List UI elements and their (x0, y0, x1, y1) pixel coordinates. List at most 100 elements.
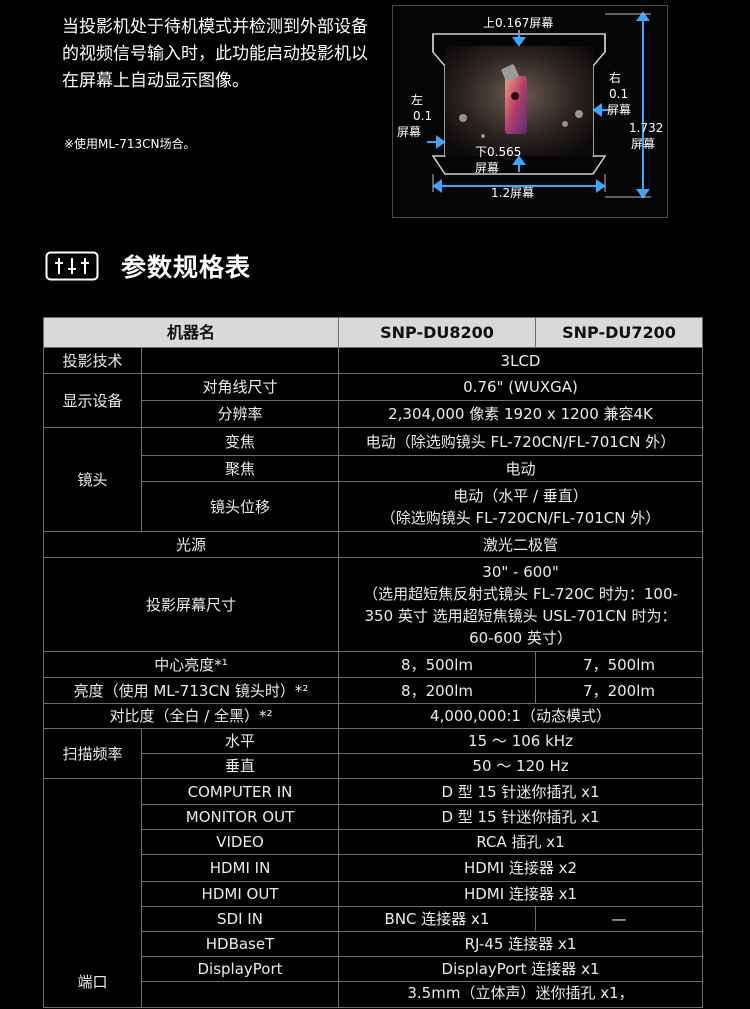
sliders-icon (45, 251, 99, 281)
row-sublabel-empty (140, 981, 340, 1008)
table-row: 镜头 变焦 电动（除选购镜头 FL-720CN/FL-701CN 外） (43, 427, 704, 532)
row-label: 对比度（全白 / 全黑）*² (42, 703, 340, 729)
section-title: 参数规格表 (121, 253, 252, 282)
table-row: SDI IN BNC 连接器 x1 — (44, 906, 704, 932)
row-label: 端口 (43, 778, 142, 1008)
row-label: 镜头 (43, 427, 142, 532)
row-label: 中心亮度*¹ (42, 651, 340, 678)
row-sublabel: 镜头位移 (140, 481, 340, 532)
row-value-model-2: — (535, 906, 704, 932)
bottom-label-2: 屏幕 (475, 161, 499, 175)
section-header: 参数规格表 (45, 246, 251, 286)
left-label-1: 左 (411, 92, 423, 107)
row-value: 4,000,000:1（动态模式） (338, 703, 704, 729)
table-row: HDMI OUT HDMI 连接器 x1 (44, 881, 704, 907)
row-label: 投影技术 (43, 347, 142, 374)
row-value: HDMI 连接器 x2 (338, 854, 704, 882)
projection-diagram: 上0.167屏幕 左 0.1 屏幕 右 0.1 屏幕 1.732 屏幕 下0.5… (392, 5, 668, 218)
header-model-2: SNP-DU7200 (535, 317, 704, 348)
row-label: 显示设备 (43, 373, 142, 428)
row-value: 电动（除选购镜头 FL-720CN/FL-701CN 外） (338, 427, 704, 456)
row-value: RCA 插孔 x1 (338, 829, 704, 855)
row-value: DisplayPort 连接器 x1 (338, 956, 704, 982)
row-sublabel: 分辨率 (140, 400, 340, 428)
row-sublabel: VIDEO (140, 829, 340, 855)
bokeh-3 (575, 110, 583, 118)
table-row: 投影技术 3LCD (43, 347, 704, 374)
left-label-2: 0.1 (413, 109, 432, 123)
height-label-1: 1.732 (629, 121, 663, 135)
table-row: HDMI IN HDMI 连接器 x2 (44, 854, 704, 882)
row-sublabel: 聚焦 (140, 455, 340, 482)
row-sublabel: COMPUTER IN (140, 778, 340, 805)
header-name: 机器名 (42, 317, 340, 348)
row-value-line: 60-600 英寸） (469, 628, 572, 647)
row-value: 2,304,000 像素 1920 x 1200 兼容4K (338, 400, 704, 428)
usage-note: ※使用ML-713CN场合。 (64, 137, 196, 151)
table-row: HDBaseT RJ-45 连接器 x1 (44, 931, 704, 957)
row-label: 光源 (42, 531, 340, 558)
measure-arrows (427, 11, 650, 199)
row-value-model-2: 7，500lm (535, 651, 704, 678)
row-value: HDMI 连接器 x1 (338, 881, 704, 907)
table-row: 中心亮度*¹ 8，500lm 7，500lm (42, 651, 704, 678)
row-value: 0.76" (WUXGA) (338, 373, 704, 401)
row-sublabel: DisplayPort (140, 956, 340, 982)
lighter-top (501, 64, 519, 82)
table-row: DisplayPort DisplayPort 连接器 x1 (44, 956, 704, 982)
row-value-model-1: 8，500lm (338, 651, 537, 678)
row-sublabel: SDI IN (140, 906, 340, 932)
row-value-line: 30" - 600" (482, 562, 559, 581)
table-row: MONITOR OUT D 型 15 针迷你插孔 x1 (44, 804, 704, 830)
row-sublabel: HDMI IN (140, 854, 340, 882)
table-row: 端口 COMPUTER IN D 型 15 针迷你插孔 x1 (43, 778, 704, 1008)
table-header-row: 机器名 SNP-DU8200 SNP-DU7200 (42, 317, 704, 348)
row-sublabel: HDMI OUT (140, 881, 340, 907)
row-sublabel: 对角线尺寸 (140, 373, 340, 401)
left-label-3: 屏幕 (397, 125, 421, 139)
row-value: RJ-45 连接器 x1 (338, 931, 704, 957)
table-row: 聚焦 电动 (44, 455, 704, 482)
row-value: 15 ～ 106 kHz (338, 728, 704, 754)
row-value: 30" - 600" （选用超短焦反射式镜头 FL-720C 时为：100- 3… (338, 557, 704, 652)
right-label-2: 0.1 (609, 87, 628, 101)
table-row: 投影屏幕尺寸 30" - 600" （选用超短焦反射式镜头 FL-720C 时为… (42, 557, 704, 652)
row-sublabel: MONITOR OUT (140, 804, 340, 830)
intro-paragraph: 当投影机处于待机模式并检测到外部设备的视频信号输入时，此功能启动投影机以在屏幕上… (62, 17, 368, 91)
row-sublabel: 变焦 (140, 427, 340, 456)
row-value: D 型 15 针迷你插孔 x1 (338, 804, 704, 830)
spec-table: 机器名 SNP-DU8200 SNP-DU7200 投影技术 3LCD 显示设备… (42, 317, 704, 1008)
row-label: 扫描频率 (43, 728, 142, 779)
row-value: 50 ～ 120 Hz (338, 753, 704, 779)
row-value-model-1: 8，200lm (338, 677, 537, 704)
table-row: 对比度（全白 / 全黑）*² 4,000,000:1（动态模式） (42, 703, 704, 729)
table-row: 显示设备 对角线尺寸 0.76" (WUXGA) (43, 373, 704, 428)
table-row: 分辨率 2,304,000 像素 1920 x 1200 兼容4K (44, 400, 704, 428)
bokeh-1 (459, 114, 467, 122)
table-row: 垂直 50 ～ 120 Hz (44, 753, 704, 779)
row-value: 3.5mm（立体声）迷你插孔 x1， (338, 981, 704, 1008)
table-row: 扫描频率 水平 15 ～ 106 kHz (43, 728, 704, 779)
row-value-line: （除选购镜头 FL-720CN/FL-701CN 外） (380, 508, 661, 527)
row-sublabel-empty (140, 347, 340, 374)
table-row: 3.5mm（立体声）迷你插孔 x1， (44, 981, 704, 1008)
table-row: 镜头位移 电动（水平 / 垂直） （除选购镜头 FL-720CN/FL-701C… (44, 481, 704, 532)
row-value-line: 350 英寸 选用超短焦镜头 USL-701CN 时为： (364, 606, 677, 625)
row-value-line: （选用超短焦反射式镜头 FL-720C 时为：100- (363, 584, 678, 603)
row-value: 3LCD (338, 347, 704, 374)
bottom-label-1: 下0.565 (475, 145, 521, 159)
right-label-1: 右 (609, 70, 621, 85)
width-label: 1.2屏幕 (491, 186, 534, 200)
table-row: 光源 激光二极管 (42, 531, 704, 558)
right-label-3: 屏幕 (607, 103, 631, 117)
row-sublabel: 垂直 (140, 753, 340, 779)
top-label: 上0.167屏幕 (483, 16, 553, 30)
height-label-2: 屏幕 (631, 137, 655, 151)
table-row: VIDEO RCA 插孔 x1 (44, 829, 704, 855)
row-sublabel: 水平 (140, 728, 340, 754)
header-model-1: SNP-DU8200 (338, 317, 537, 348)
row-value: 电动 (338, 455, 704, 482)
row-value-line: 电动（水平 / 垂直） (453, 486, 588, 505)
row-label: 投影屏幕尺寸 (42, 557, 340, 652)
bokeh-2 (562, 121, 568, 127)
